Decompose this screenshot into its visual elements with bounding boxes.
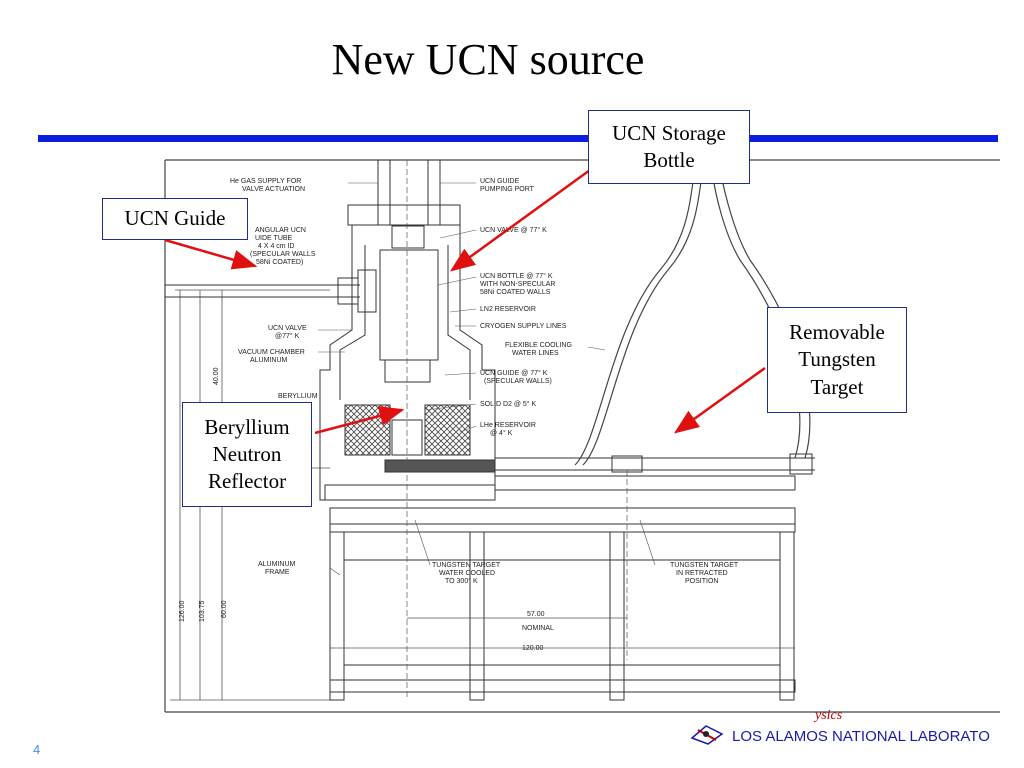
label-pumping-port-1: UCN GUIDE: [480, 178, 520, 185]
label-rect-guide-2: UIDE TUBE: [255, 235, 293, 242]
title-divider: [38, 135, 998, 142]
label-target-retracted-1: TUNGSTEN TARGET: [670, 562, 739, 569]
label-ucn-bottle-3: 58Ni COATED WALLS: [480, 289, 551, 296]
label-ucn-bottle-2: WITH NON-SPECULAR: [480, 281, 555, 288]
tungsten-target-rod: [384, 453, 815, 475]
label-leader-lines: [318, 182, 656, 576]
drawing-annotations: He GAS SUPPLY FOR VALVE ACTUATION UCN GU…: [179, 178, 739, 652]
ucn-guide-tube: [165, 269, 377, 313]
arrow-beryllium: [314, 406, 405, 435]
page-number: 4: [33, 742, 41, 757]
label-cooling-1: FLEXIBLE COOLING: [505, 342, 572, 349]
label-dim-57-nominal: NOMINAL: [522, 625, 554, 632]
arrow-storage-bottle: [449, 168, 591, 272]
label-rect-guide-4: (SPECULAR WALLS: [250, 251, 316, 258]
vacuum-chamber: [319, 225, 496, 501]
label-ucn-guide-right-2: (SPECULAR WALLS): [484, 378, 552, 385]
label-aluminum-frame-1: ALUMINUM: [258, 561, 296, 568]
label-ucn-bottle-1: UCN BOTTLE @ 77° K: [480, 272, 553, 280]
label-vacuum-chamber-1: VACUUM CHAMBER: [238, 349, 305, 356]
label-dim-120: 120.00: [522, 645, 544, 652]
label-ucn-valve-left-1: UCN VALVE: [268, 325, 307, 332]
label-solid-d2: SOLID D2 @ 5° K: [480, 400, 537, 408]
label-pumping-port-2: PUMPING PORT: [480, 186, 535, 193]
label-he-gas-2: VALVE ACTUATION: [242, 186, 305, 193]
label-dim-40: 40.00: [213, 367, 220, 385]
label-lhe-2: @ 4° K: [490, 429, 513, 437]
callout-ucn-guide: UCN Guide: [102, 198, 248, 240]
label-target-retracted-2: IN RETRACTED: [676, 570, 728, 577]
label-beryllium-small: BERYLLIUM: [278, 393, 318, 400]
lab-name: LOS ALAMOS NATIONAL LABORATO: [732, 728, 990, 745]
label-ucn-valve-top: UCN VALVE @ 77° K: [480, 226, 547, 234]
label-rect-guide-1: ANGULAR UCN: [255, 227, 306, 234]
label-dim-126: 126.00: [179, 600, 186, 622]
label-rect-guide-3: 4 X 4 cm ID: [258, 243, 295, 250]
label-ln2: LN2 RESERVOIR: [480, 306, 536, 313]
label-target-cooled-3: TO 300° K: [445, 577, 478, 585]
label-ucn-guide-right-1: UCN GUIDE @ 77° K: [480, 369, 548, 377]
label-dim-103: 103.75: [199, 600, 206, 622]
lab-logo-icon: [690, 725, 724, 745]
label-aluminum-frame-2: FRAME: [265, 569, 290, 576]
callout-ucn-storage-bottle: UCN Storage Bottle: [588, 110, 750, 184]
flexible-cooling-lines: [574, 169, 811, 466]
drawing-frame: [164, 159, 1000, 713]
label-lhe-1: LHe RESERVOIR: [480, 422, 536, 429]
callout-arrows: [164, 168, 766, 435]
label-target-retracted-3: POSITION: [685, 578, 718, 585]
label-ucn-valve-left-2: @77° K: [275, 332, 300, 340]
label-dim-60: 60.00: [221, 600, 228, 618]
arrow-tungsten-target: [673, 366, 766, 434]
callout-beryllium-neutron-reflector: Beryllium Neutron Reflector: [182, 402, 312, 507]
arrow-ucn-guide: [164, 238, 258, 270]
label-target-cooled-2: WATER COOLED: [439, 570, 495, 577]
label-cryogen: CRYOGEN SUPPLY LINES: [480, 323, 567, 330]
label-cooling-2: WATER LINES: [512, 350, 559, 357]
beryllium-reflector-blocks: [344, 404, 471, 456]
physics-division-text: ysics: [815, 708, 843, 723]
label-target-cooled-1: TUNGSTEN TARGET: [432, 562, 501, 569]
label-vacuum-chamber-2: ALUMINUM: [250, 357, 288, 364]
callout-removable-tungsten-target: Removable Tungsten Target: [767, 307, 907, 413]
label-rect-guide-5: 58Ni COATED): [256, 259, 303, 266]
aluminum-frame: [329, 475, 796, 701]
label-dim-57: 57.00: [527, 611, 545, 618]
pumping-port-column: [347, 160, 461, 226]
label-he-gas-1: He GAS SUPPLY FOR: [230, 178, 301, 185]
slide-title: New UCN source: [331, 35, 645, 84]
dimension-lines-bottom: [406, 160, 628, 700]
